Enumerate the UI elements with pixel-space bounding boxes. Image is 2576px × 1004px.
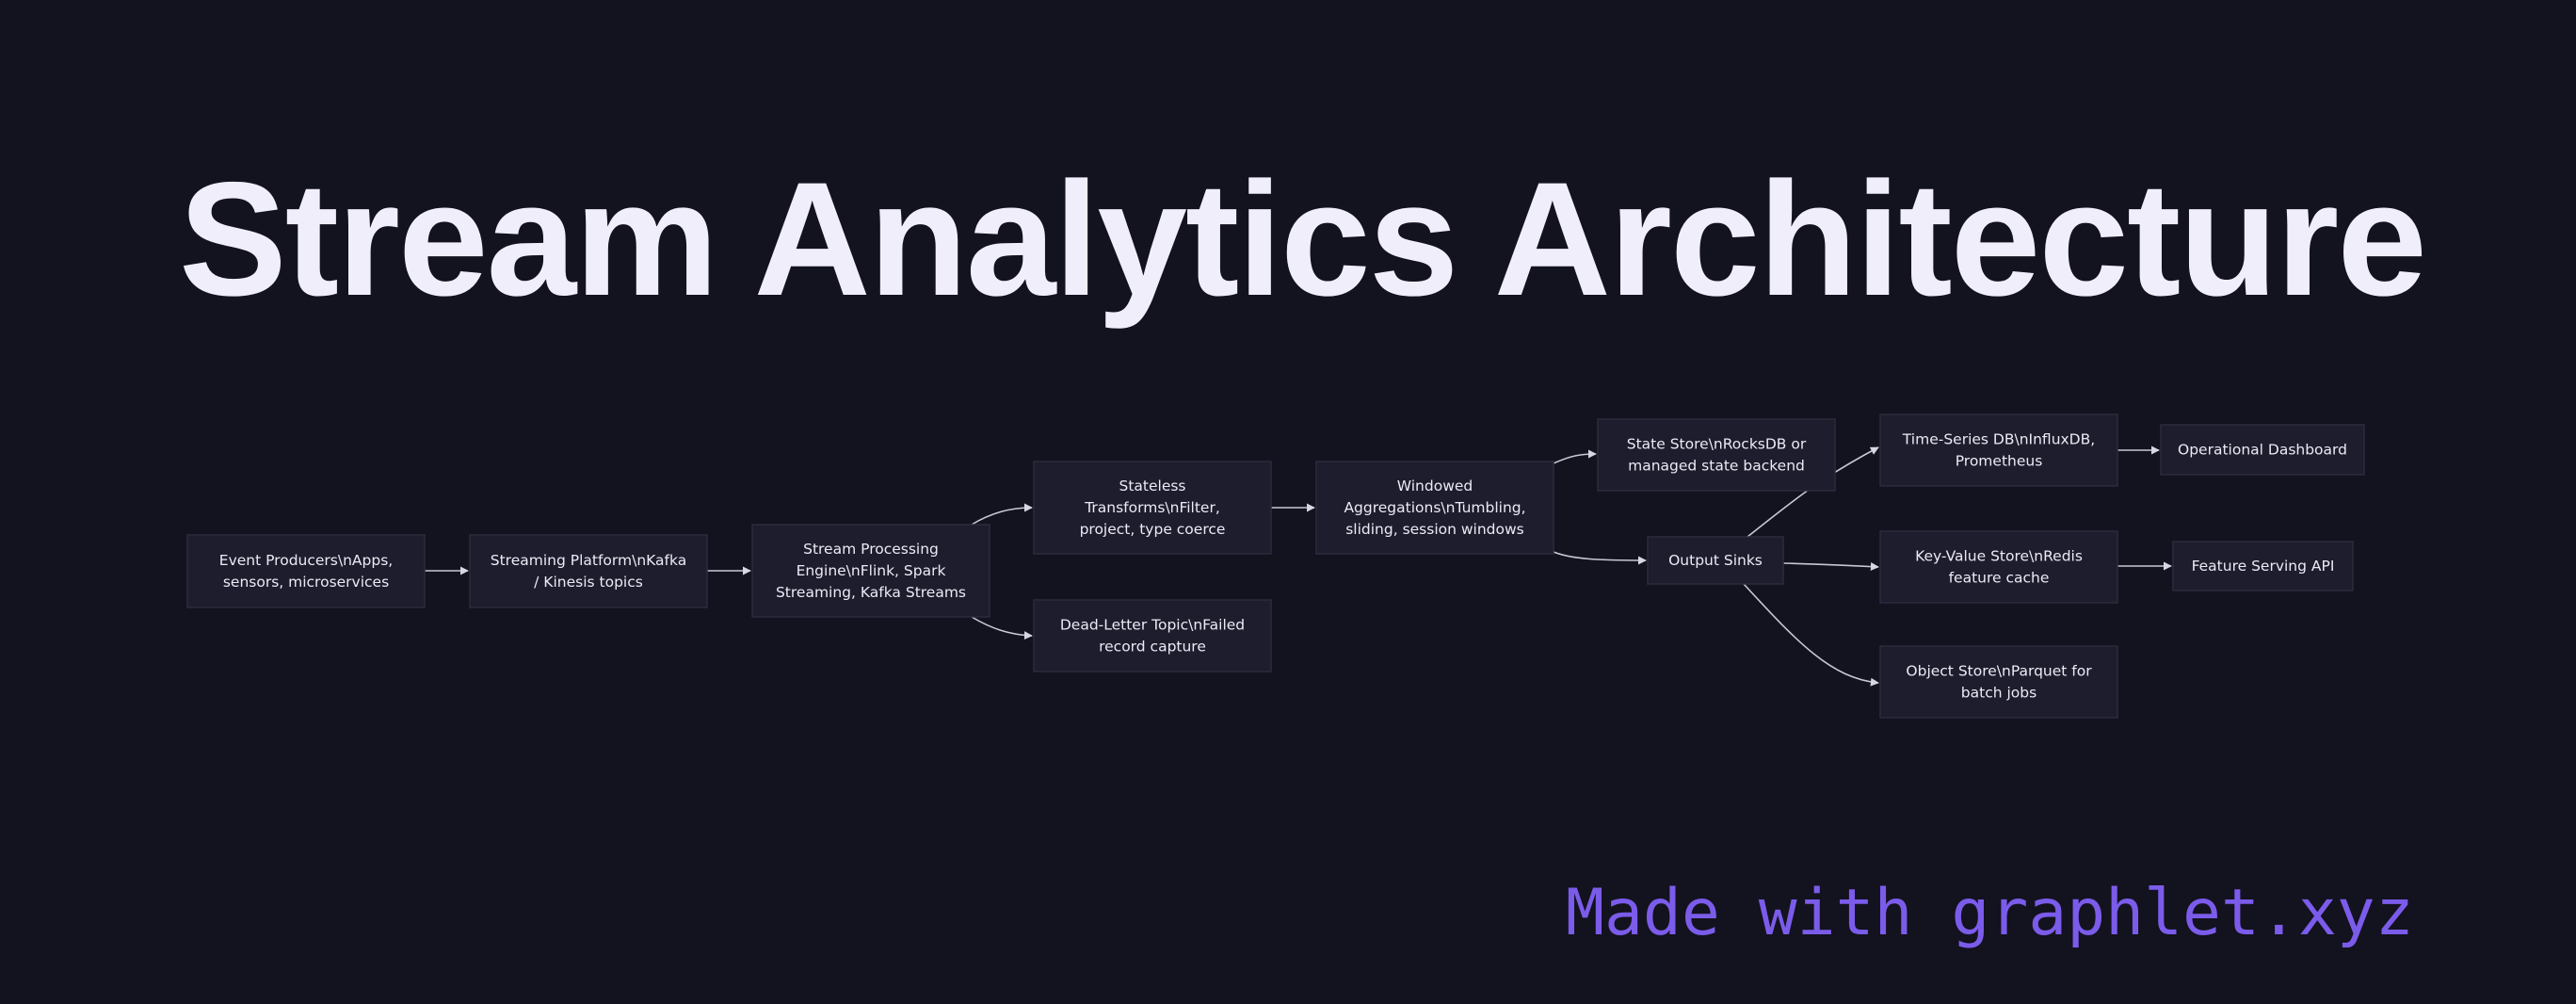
node-objstore[interactable]: Object Store\nParquet for batch jobs — [1879, 645, 2118, 719]
node-box-objstore — [1879, 645, 2118, 719]
node-label-line: Streaming, Kafka Streams — [776, 584, 966, 601]
node-statestore[interactable]: State Store\nRocksDB or managed state bac… — [1597, 418, 1836, 492]
node-label-line: / Kinesis topics — [534, 574, 643, 591]
node-label-line: Event Producers\nApps, — [219, 552, 393, 569]
node-featureapi[interactable]: Feature Serving API — [2172, 541, 2354, 591]
node-label-objstore: Object Store\nParquet for batch jobs — [1906, 663, 2092, 702]
node-dashboard[interactable]: Operational Dashboard — [2160, 424, 2365, 476]
node-box-producers — [186, 534, 426, 608]
node-label-line: Streaming Platform\nKafka — [491, 552, 686, 569]
node-label-line: Operational Dashboard — [2178, 442, 2347, 459]
node-box-engine — [751, 524, 990, 618]
node-label-statestore: State Store\nRocksDB or managed state bac… — [1627, 436, 1807, 475]
node-label-line: record capture — [1099, 639, 1206, 656]
node-label-sinks: Output Sinks — [1668, 552, 1763, 569]
edge-sinks-to-objstore — [1743, 583, 1879, 687]
edge-engine-to-deadletter — [971, 616, 1033, 640]
node-box-tsdb — [1879, 413, 2118, 487]
watermark-text: Made with graphlet.xyz — [1566, 876, 2414, 950]
node-label-line: feature cache — [1949, 570, 2050, 587]
node-label-featureapi: Feature Serving API — [2192, 558, 2335, 575]
node-tsdb[interactable]: Time-Series DB\nInfluxDB, Prometheus — [1879, 413, 2118, 487]
node-label-deadletter: Dead-Letter Topic\nFailed record capture — [1060, 617, 1245, 656]
node-box-featureapi — [2172, 541, 2354, 591]
node-deadletter[interactable]: Dead-Letter Topic\nFailed record capture — [1033, 599, 1272, 672]
node-label-tsdb: Time-Series DB\nInfluxDB, Prometheus — [1902, 431, 2095, 470]
node-label-line: Feature Serving API — [2192, 558, 2335, 575]
node-sinks[interactable]: Output Sinks — [1647, 536, 1784, 585]
node-box-stateless — [1033, 461, 1272, 555]
node-label-line: Dead-Letter Topic\nFailed — [1060, 617, 1245, 634]
edge-engine-to-stateless — [971, 503, 1033, 526]
node-platform[interactable]: Streaming Platform\nKafka / Kinesis topic… — [469, 534, 708, 608]
node-box-deadletter — [1033, 599, 1272, 672]
edges-layer — [425, 445, 2172, 687]
node-label-line: project, type coerce — [1080, 521, 1226, 538]
node-label-line: sensors, microservices — [223, 574, 389, 591]
node-box-platform — [469, 534, 708, 608]
node-label-line: sliding, session windows — [1345, 521, 1524, 538]
node-label-line: Time-Series DB\nInfluxDB, — [1902, 431, 2095, 448]
node-kvstore[interactable]: Key-Value Store\nRedis feature cache — [1879, 530, 2118, 604]
node-box-windowed — [1315, 461, 1554, 555]
node-label-line: batch jobs — [1961, 685, 2037, 702]
nodes-layer: Event Producers\nApps, sensors, microserv… — [186, 413, 2365, 719]
node-label-line: Key-Value Store\nRedis — [1915, 548, 2083, 565]
node-label-line: Windowed — [1397, 478, 1473, 494]
node-label-line: Prometheus — [1956, 453, 2043, 470]
node-label-line: State Store\nRocksDB or — [1627, 436, 1807, 453]
edge-windowed-to-sinks — [1553, 551, 1647, 565]
node-label-dashboard: Operational Dashboard — [2178, 442, 2347, 459]
node-box-kvstore — [1879, 530, 2118, 604]
node-label-producers: Event Producers\nApps, sensors, microserv… — [219, 552, 393, 591]
node-label-line: managed state backend — [1628, 458, 1805, 475]
node-label-line: Stateless — [1119, 478, 1185, 494]
node-label-line: Aggregations\nTumbling, — [1344, 499, 1525, 516]
node-label-line: Transforms\nFilter, — [1084, 499, 1220, 516]
node-label-line: Output Sinks — [1668, 552, 1763, 569]
edge-sinks-to-kvstore — [1782, 562, 1879, 572]
node-label-line: Stream Processing — [803, 541, 939, 558]
edge-windowed-to-statestore — [1553, 449, 1597, 464]
node-box-statestore — [1597, 418, 1836, 492]
node-label-kvstore: Key-Value Store\nRedis feature cache — [1915, 548, 2083, 587]
node-label-line: Object Store\nParquet for — [1906, 663, 2092, 680]
node-box-dashboard — [2160, 424, 2365, 476]
diagram-title: Stream Analytics Architecture — [179, 149, 2427, 330]
node-label-line: Engine\nFlink, Spark — [797, 562, 946, 579]
node-label-platform: Streaming Platform\nKafka / Kinesis topic… — [491, 552, 686, 591]
node-producers[interactable]: Event Producers\nApps, sensors, microserv… — [186, 534, 426, 608]
node-box-sinks — [1647, 536, 1784, 585]
